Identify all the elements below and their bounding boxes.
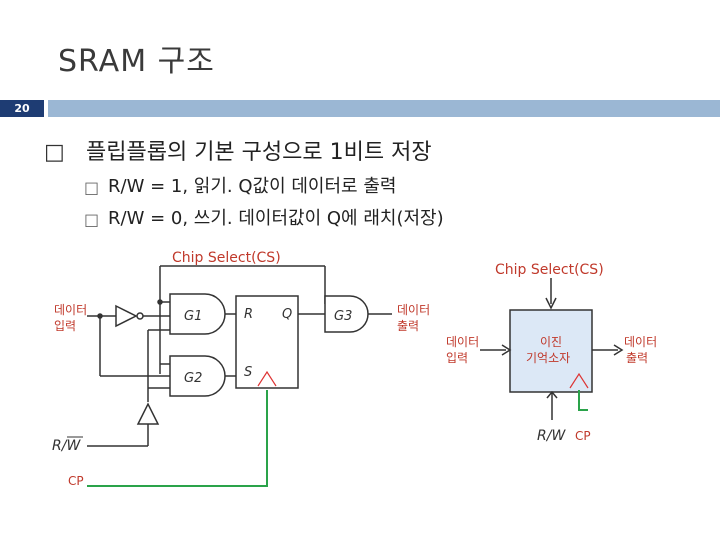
page-number: 20 — [14, 102, 30, 115]
right-cp-label: CP — [575, 429, 591, 443]
right-data-in-label-2: 입력 — [446, 351, 468, 365]
gate-g3-label: G3 — [334, 309, 352, 324]
slide-title: SRAM 구조 — [58, 44, 215, 79]
bullet-main-text: 플립플롭의 기본 구성으로 1비트 저장 — [86, 140, 432, 165]
sub-bullet-read: R/W = 1, 읽기. Q값이 데이터로 출력 — [108, 176, 397, 197]
gate-g1-label: G1 — [184, 309, 202, 324]
right-cs-label: Chip Select(CS) — [495, 262, 604, 278]
right-data-in-label-1: 데이터 — [446, 335, 479, 349]
gate-g2-label: G2 — [184, 371, 202, 386]
left-data-out-label-1: 데이터 — [397, 303, 430, 317]
left-data-in-label-1: 데이터 — [54, 303, 87, 317]
left-data-in-label-2: 입력 — [54, 319, 76, 333]
header-bar-left — [0, 100, 44, 117]
sub-bullet-square-icon: □ — [84, 178, 100, 197]
left-cp-label: CP — [68, 474, 84, 488]
ff-pin-q: Q — [282, 307, 292, 322]
ff-pin-r: R — [244, 307, 253, 322]
sub-bullet-square-icon: □ — [84, 210, 100, 229]
left-cs-label: Chip Select(CS) — [172, 250, 281, 266]
bullet-square-icon: □ — [44, 140, 65, 165]
cell-label-1: 이진 — [540, 335, 562, 349]
right-rw-label: R/W — [537, 428, 566, 444]
right-data-out-label-2: 출력 — [626, 351, 648, 365]
left-data-out-label-2: 출력 — [397, 319, 419, 333]
header-bar-right — [48, 100, 720, 117]
ff-pin-s: S — [244, 365, 252, 380]
right-data-out-label-1: 데이터 — [624, 335, 657, 349]
left-rw-label: R/W — [52, 438, 81, 454]
cell-label-2: 기억소자 — [526, 351, 570, 365]
sub-bullet-write: R/W = 0, 쓰기. 데이터값이 Q에 래치(저장) — [108, 208, 444, 229]
